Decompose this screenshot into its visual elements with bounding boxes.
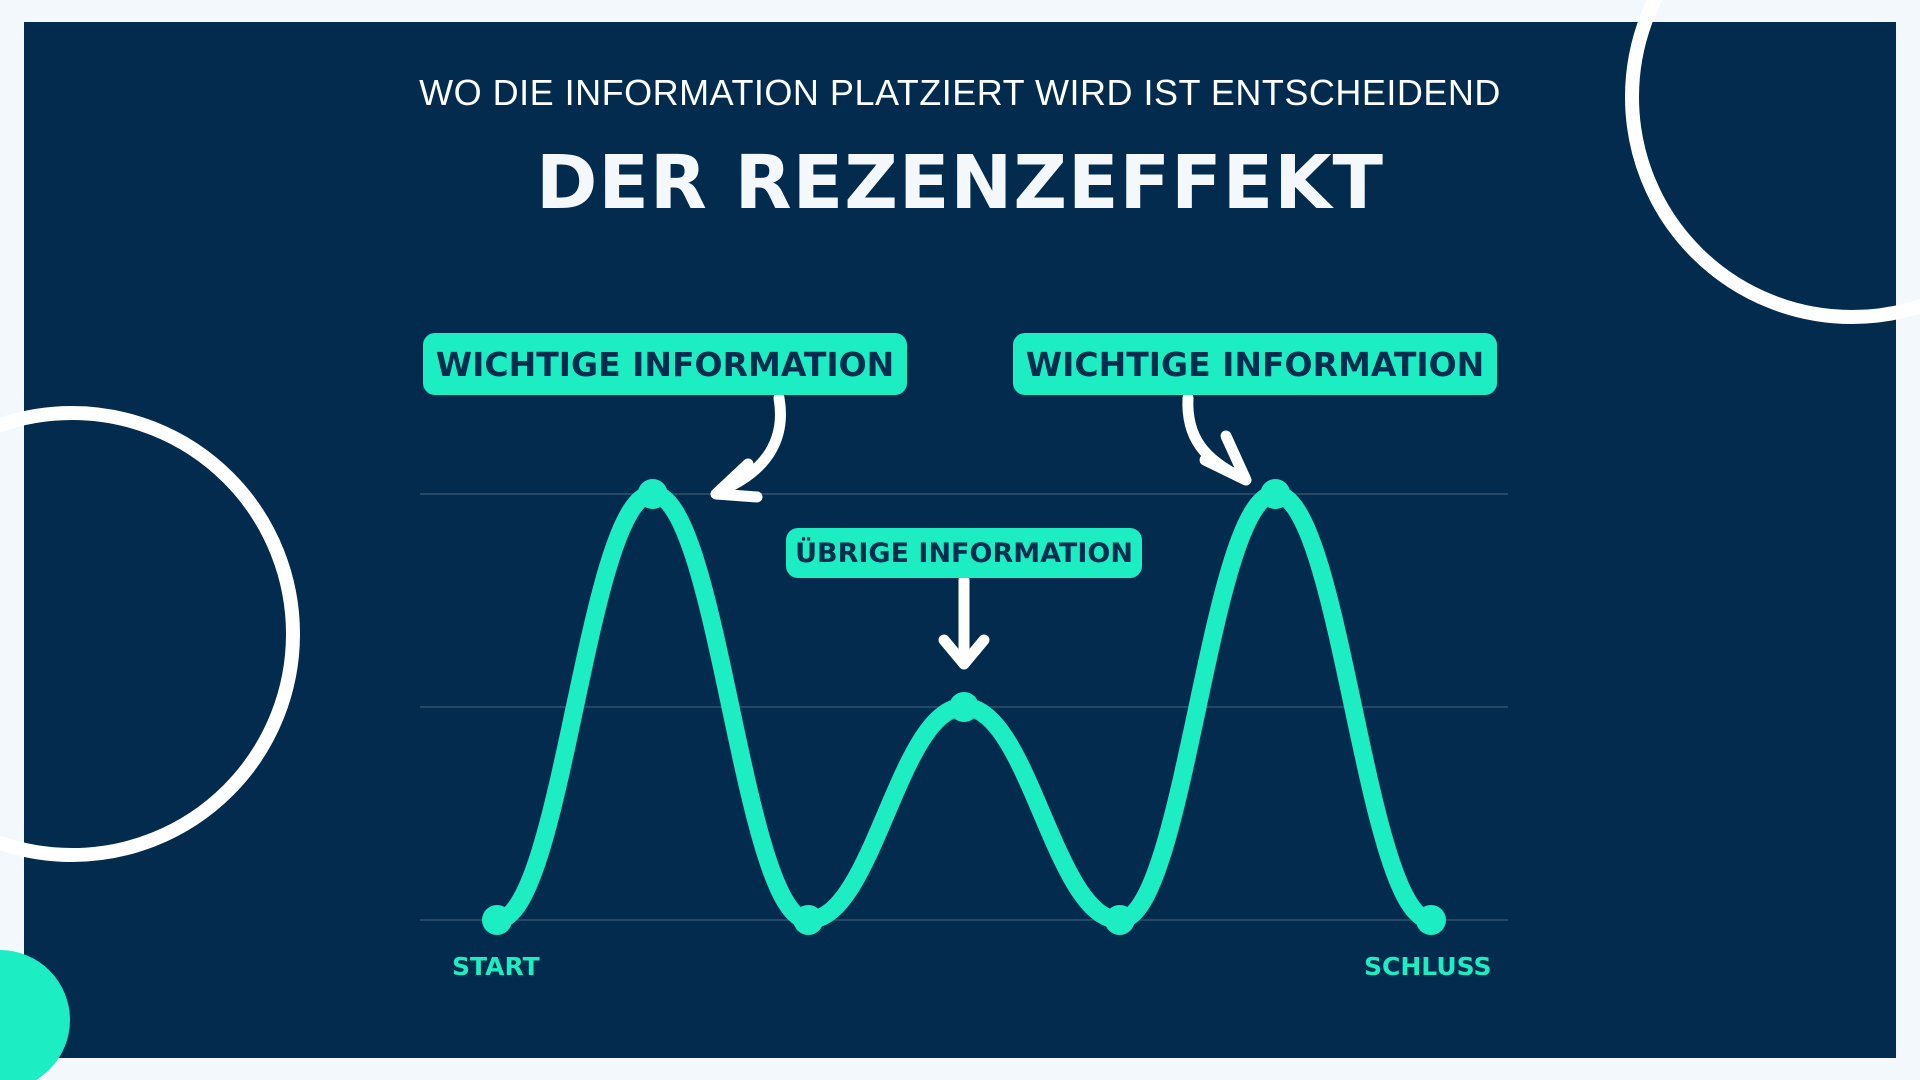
decor-dot-bottom-left	[0, 950, 70, 1080]
arrow-right-head	[1199, 430, 1252, 486]
data-point	[1260, 479, 1291, 509]
data-point	[1104, 905, 1135, 935]
callout-important-left: WICHTIGE INFORMATION	[423, 333, 907, 395]
decor-circle-top-right	[1625, 0, 1920, 324]
arrow-left-head	[710, 458, 763, 503]
data-point	[949, 692, 979, 722]
x-label-end: SCHLUSS	[1364, 952, 1492, 981]
callout-other-middle: ÜBRIGE INFORMATION	[786, 528, 1142, 578]
arrow-left-curve	[716, 392, 786, 496]
data-point	[482, 905, 512, 935]
callout-important-right: WICHTIGE INFORMATION	[1013, 333, 1497, 395]
chart-area	[420, 392, 1508, 935]
decor-circle-left	[0, 406, 300, 862]
page-title: DER REZENZEFFEKT	[535, 140, 1385, 226]
page-subtitle: WO DIE INFORMATION PLATZIERT WIRD IST EN…	[419, 72, 1501, 113]
data-point	[637, 479, 668, 509]
arrow-middle-head	[938, 634, 990, 670]
data-point	[1416, 905, 1446, 935]
data-point	[793, 905, 824, 935]
x-label-start: START	[452, 952, 540, 981]
